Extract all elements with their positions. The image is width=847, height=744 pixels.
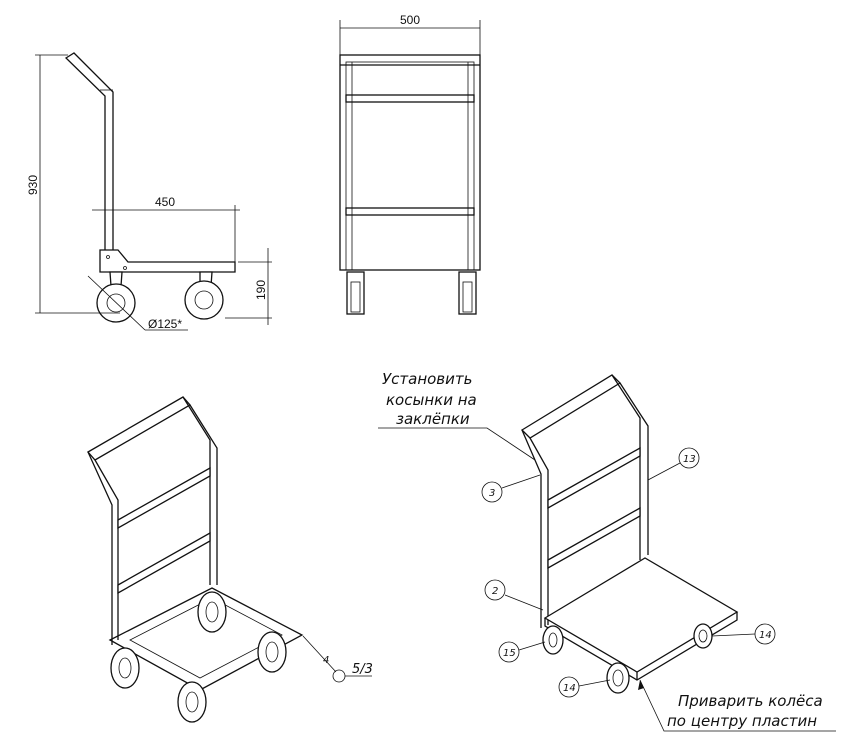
wheel-diameter-dim: Ø125* [148, 317, 182, 331]
callout-2: 2 [492, 586, 498, 597]
weld-symbol: 5/3 [352, 662, 373, 677]
note-top-line1: Установить [382, 370, 472, 388]
note-bottom-line2: по центру пластин [667, 712, 817, 730]
platform-length-dim: 450 [155, 195, 175, 209]
note-top-line2: косынки на [386, 391, 477, 409]
iso-view-right: 3 2 15 14 14 13 Установить косынки на за… [378, 370, 836, 732]
front-view: 500 [339, 13, 481, 315]
height-dim: 930 [26, 175, 40, 195]
callout-15: 15 [503, 648, 516, 659]
note-bottom-line1: Приварить колёса [678, 692, 823, 710]
callout-3: 3 [489, 488, 495, 499]
side-view: 930 450 190 Ø125* [26, 52, 272, 331]
callout-14b: 14 [759, 630, 772, 641]
callout-4: 4 [323, 655, 329, 666]
note-top-line3: заклёпки [396, 410, 470, 428]
callout-14a: 14 [563, 683, 576, 694]
width-dim: 500 [400, 13, 420, 27]
platform-height-dim: 190 [254, 280, 268, 300]
callout-13: 13 [683, 454, 696, 465]
iso-view-left: 4 5/3 [86, 396, 373, 723]
